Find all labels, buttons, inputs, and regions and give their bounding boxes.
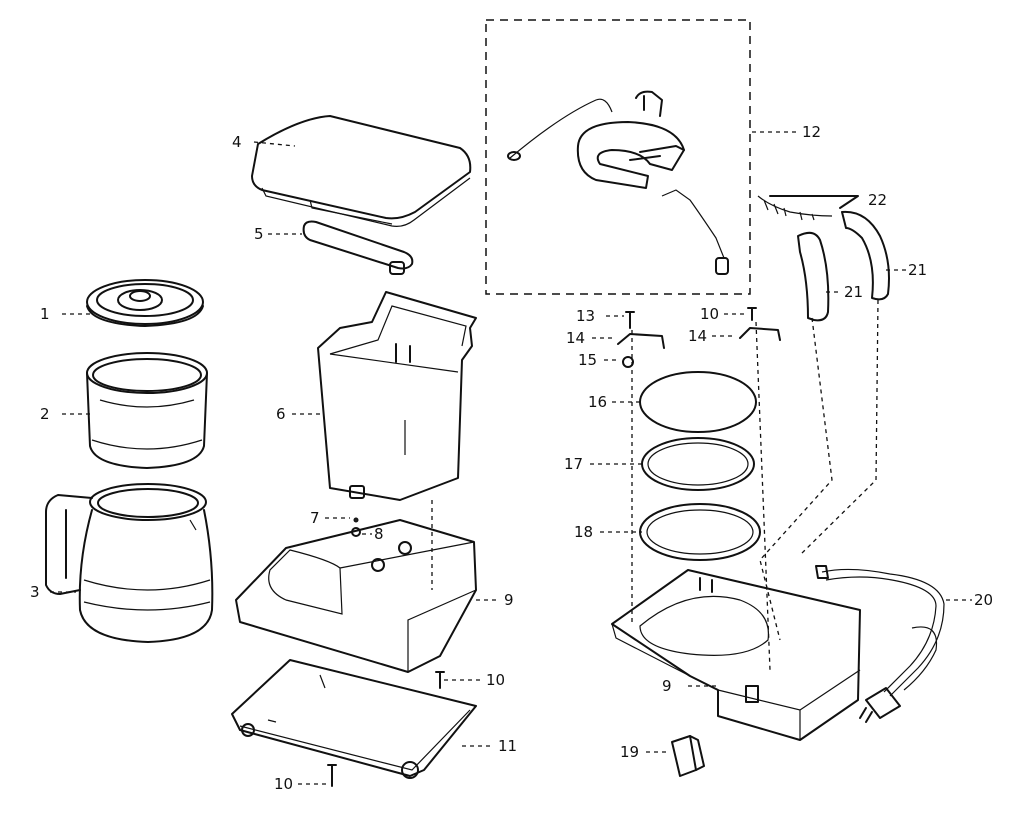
part-1-basket-cover: [86, 279, 204, 327]
part-7-8-valve: [351, 517, 361, 537]
callout-6: 6: [276, 405, 286, 423]
callout-2: 2: [40, 405, 50, 423]
callout-21-left: 21: [844, 283, 863, 301]
part-20-power-cord: [815, 565, 972, 723]
callout-8: 8: [374, 525, 384, 543]
part-17-ring: [590, 437, 755, 491]
part-3-carafe: [45, 483, 214, 643]
center-leaders: [50, 141, 500, 785]
part-9-base-center: [235, 519, 477, 673]
callout-11: 11: [498, 737, 517, 755]
callout-16: 16: [588, 393, 607, 411]
callout-15: 15: [578, 351, 597, 369]
callout-17: 17: [564, 455, 583, 473]
part-16-plate: [612, 371, 757, 433]
callout-9-center: 9: [504, 591, 514, 609]
callout-22: 22: [868, 191, 887, 209]
callout-14-left: 14: [566, 329, 585, 347]
callout-9-right: 9: [662, 677, 672, 695]
callout-10-center: 10: [486, 671, 505, 689]
callout-3: 3: [30, 583, 40, 601]
part-12-heating-element: [507, 90, 798, 275]
screw-10-center: [327, 671, 445, 787]
part-21-tubes: [797, 210, 906, 322]
part-11-bottom-plate: [231, 659, 477, 779]
parts-13-14-15-hardware: [592, 307, 781, 368]
part-19-switch: [646, 735, 705, 777]
part-5-spray-head: [302, 220, 414, 275]
callout-10-right: 10: [700, 305, 719, 323]
callout-21-right: 21: [908, 261, 927, 279]
part-6-water-reservoir: [317, 291, 477, 501]
part-18-gasket: [600, 503, 761, 561]
callout-12: 12: [802, 123, 821, 141]
part-22-spring: [757, 195, 859, 221]
callout-19: 19: [620, 743, 639, 761]
callout-4: 4: [232, 133, 242, 151]
callout-7: 7: [310, 509, 320, 527]
callout-14-right: 14: [688, 327, 707, 345]
part-12-heater-group-box: [485, 19, 751, 295]
alignment-leaders: [631, 299, 879, 671]
callout-5: 5: [254, 225, 264, 243]
part-4-top-cover: [251, 115, 472, 227]
callout-1: 1: [40, 305, 50, 323]
callout-13: 13: [576, 307, 595, 325]
callout-10-bottom: 10: [274, 775, 293, 793]
callout-20: 20: [974, 591, 993, 609]
part-2-filter-basket: [86, 352, 208, 469]
callout-18: 18: [574, 523, 593, 541]
part-9-base-right: [611, 569, 861, 741]
